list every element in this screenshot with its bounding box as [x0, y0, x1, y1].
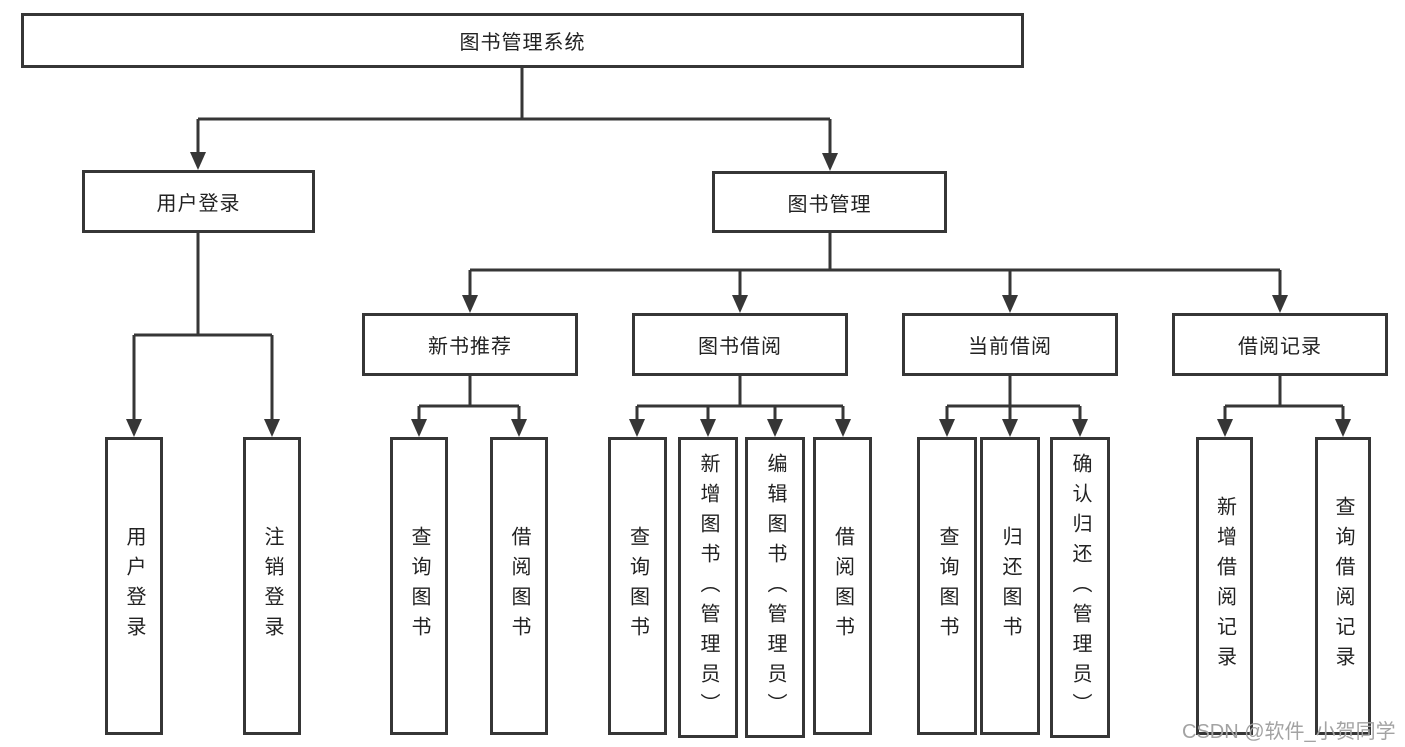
node-user-login: 用户登录 [82, 170, 315, 233]
arrow-down-icon [1002, 419, 1018, 437]
node-book-management-label: 图书管理 [787, 193, 872, 216]
node-borrowing-records-label: 借阅记录 [1238, 336, 1322, 358]
arrow-down-icon [939, 419, 955, 437]
arrow-down-icon [822, 153, 838, 171]
arrow-down-icon [264, 419, 280, 437]
leaf-borrow-books-2: 借阅图书 [813, 437, 872, 735]
arrow-down-icon [732, 295, 748, 313]
leaf-query-books-2: 查询图书 [608, 437, 667, 735]
node-book-borrowing-label: 图书借阅 [698, 336, 782, 358]
leaf-user-login: 用户登录 [105, 437, 163, 735]
leaf-add-book-admin: 新增图书（管理员） [678, 437, 738, 738]
node-user-login-label: 用户登录 [156, 193, 241, 215]
leaf-query-books-1: 查询图书 [390, 437, 448, 735]
leaf-borrow-books-1: 借阅图书 [490, 437, 548, 735]
node-current-borrowing-label: 当前借阅 [968, 336, 1052, 358]
leaf-add-borrow-record: 新增借阅记录 [1196, 437, 1253, 735]
arrow-down-icon [1335, 419, 1351, 437]
leaf-borrow-books-1-label: 借阅图书 [508, 526, 530, 646]
node-borrowing-records: 借阅记录 [1172, 313, 1388, 376]
leaf-logout: 注销登录 [243, 437, 301, 735]
node-new-book-recommend: 新书推荐 [362, 313, 578, 376]
leaf-return-books: 归还图书 [980, 437, 1040, 735]
node-book-borrowing: 图书借阅 [632, 313, 848, 376]
arrow-down-icon [462, 295, 478, 313]
leaf-user-login-label: 用户登录 [123, 526, 145, 646]
node-library-system: 图书管理系统 [21, 13, 1024, 68]
leaf-query-books-1-label: 查询图书 [408, 526, 430, 646]
leaf-query-books-3: 查询图书 [917, 437, 977, 735]
leaf-query-borrow-record-label: 查询借阅记录 [1332, 496, 1354, 676]
node-library-system-label: 图书管理系统 [459, 32, 586, 54]
leaf-confirm-return-admin: 确认归还（管理员） [1050, 437, 1110, 738]
arrow-down-icon [835, 419, 851, 437]
leaf-edit-book-admin: 编辑图书（管理员） [745, 437, 805, 738]
leaf-add-borrow-record-label: 新增借阅记录 [1213, 496, 1236, 676]
node-book-management: 图书管理 [712, 171, 947, 233]
leaf-add-book-admin-label: 新增图书（管理员） [697, 452, 719, 723]
leaf-return-books-label: 归还图书 [999, 526, 1021, 646]
leaf-edit-book-admin-label: 编辑图书（管理员） [764, 452, 786, 723]
leaf-logout-label: 注销登录 [261, 526, 283, 646]
arrow-down-icon [767, 419, 783, 437]
leaf-query-borrow-record: 查询借阅记录 [1315, 437, 1371, 735]
arrow-down-icon [511, 419, 527, 437]
arrow-down-icon [629, 419, 645, 437]
csdn-watermark: CSDN @软件_小贺同学 [1182, 721, 1396, 743]
arrow-down-icon [1072, 419, 1088, 437]
arrow-down-icon [1272, 295, 1288, 313]
arrow-down-icon [190, 152, 206, 170]
arrow-down-icon [1217, 419, 1233, 437]
arrow-down-icon [700, 419, 716, 437]
arrow-down-icon [411, 419, 427, 437]
node-new-book-recommend-label: 新书推荐 [428, 336, 512, 358]
leaf-borrow-books-2-label: 借阅图书 [831, 526, 854, 646]
arrow-down-icon [1002, 295, 1018, 313]
leaf-query-books-3-label: 查询图书 [936, 526, 958, 646]
leaf-confirm-return-admin-label: 确认归还（管理员） [1069, 452, 1091, 723]
arrow-down-icon [126, 419, 142, 437]
leaf-query-books-2-label: 查询图书 [626, 526, 649, 646]
node-current-borrowing: 当前借阅 [902, 313, 1118, 376]
